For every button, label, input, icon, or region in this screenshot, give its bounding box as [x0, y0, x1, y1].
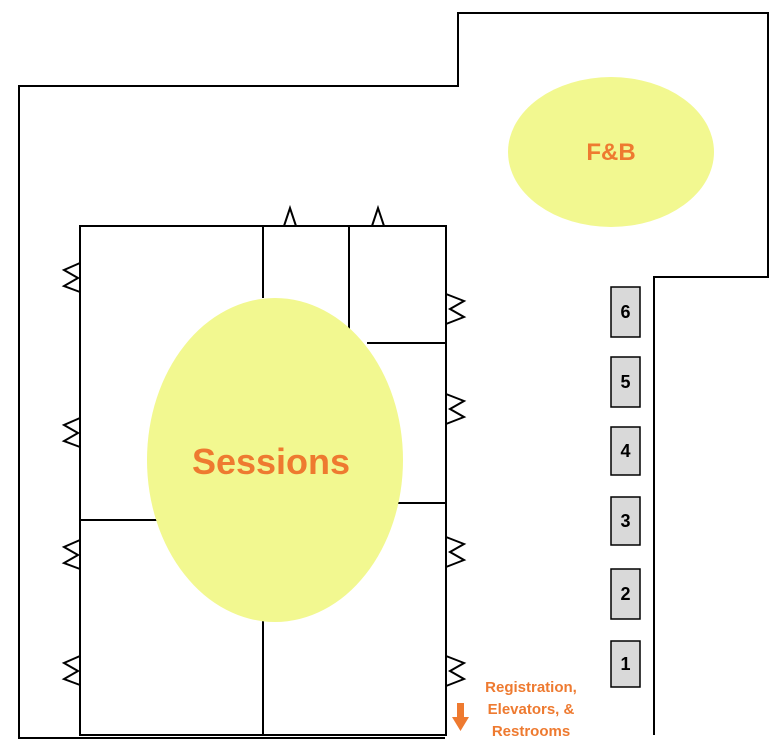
booth-number: 5 — [620, 372, 630, 392]
exit-note-line: Registration, — [485, 679, 577, 696]
food-beverage-zone: F&B — [508, 77, 714, 227]
booth-column: 6 5 4 3 2 1 — [610, 286, 641, 688]
food-beverage-label: F&B — [586, 139, 635, 166]
booth: 5 — [610, 356, 641, 408]
booth-number: 4 — [620, 441, 630, 461]
door — [61, 262, 81, 293]
door — [371, 204, 385, 227]
booth-number: 6 — [620, 302, 630, 322]
booth: 4 — [610, 426, 641, 476]
exit-note: Registration, Elevators, & Restrooms — [485, 679, 577, 740]
door — [283, 204, 297, 227]
booth-number: 2 — [620, 584, 630, 604]
booth-number: 1 — [620, 654, 630, 674]
door — [445, 655, 467, 687]
booth: 6 — [610, 286, 641, 338]
booth: 1 — [610, 640, 641, 688]
door — [445, 293, 467, 325]
door — [61, 655, 81, 686]
sessions-zone: Sessions — [147, 298, 403, 622]
exit-note-line: Elevators, & — [488, 701, 575, 718]
door — [61, 539, 81, 570]
booth: 3 — [610, 496, 641, 546]
door — [445, 393, 467, 425]
door — [445, 536, 467, 568]
arrow-down-icon — [452, 703, 469, 731]
door — [61, 417, 81, 448]
doors — [61, 204, 467, 687]
exit-note-line: Restrooms — [492, 723, 570, 740]
sessions-label: Sessions — [192, 441, 350, 482]
meeting-rooms — [79, 225, 447, 736]
booth-number: 3 — [620, 511, 630, 531]
booth: 2 — [610, 568, 641, 620]
outer-wall — [18, 12, 769, 739]
